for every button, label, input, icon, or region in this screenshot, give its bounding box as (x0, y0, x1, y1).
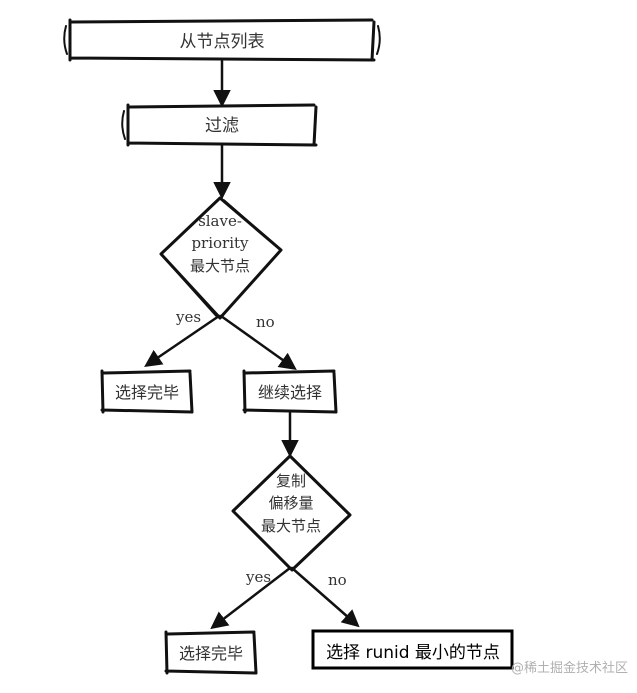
node-slave-list: 从节点列表 (63, 18, 381, 62)
decision-repl-offset: 复制 偏移量 最大节点 (231, 454, 352, 572)
node-filter: 过滤 (121, 103, 318, 147)
node-min-runid: 选择 runid 最小的节点 (311, 629, 514, 670)
edge-label-yes-1: yes (175, 308, 201, 326)
node-select-done-2: 选择完毕 (164, 630, 258, 675)
decision-repl-offset-line1: 复制 (276, 472, 306, 490)
decision-slave-priority-line2: priority (191, 234, 249, 252)
node-slave-list-label: 从节点列表 (180, 32, 265, 52)
node-min-runid-label: 选择 runid 最小的节点 (326, 643, 500, 663)
decision-repl-offset-line2: 偏移量 (268, 494, 313, 512)
node-select-done-1-label: 选择完毕 (115, 383, 179, 402)
edge-label-no-1: no (256, 313, 275, 331)
node-continue-select-label: 继续选择 (258, 383, 322, 402)
decision-slave-priority: slave- priority 最大节点 (159, 196, 283, 320)
arrow-priority-no (219, 314, 297, 371)
arrow-offset-yes (210, 566, 292, 630)
arrow-offset-no (290, 566, 360, 628)
node-select-done-1: 选择完毕 (100, 369, 194, 414)
decision-slave-priority-line3: 最大节点 (190, 257, 250, 275)
arrow-priority-yes (144, 314, 221, 367)
edge-label-yes-2: yes (245, 568, 271, 586)
node-select-done-2-label: 选择完毕 (179, 644, 243, 663)
watermark-text: @稀土掘金技术社区 (511, 660, 628, 676)
decision-slave-priority-line1: slave- (198, 212, 242, 230)
edge-label-no-2: no (328, 571, 347, 589)
node-filter-label: 过滤 (205, 116, 239, 136)
decision-repl-offset-line3: 最大节点 (261, 517, 321, 535)
node-continue-select: 继续选择 (242, 369, 338, 414)
